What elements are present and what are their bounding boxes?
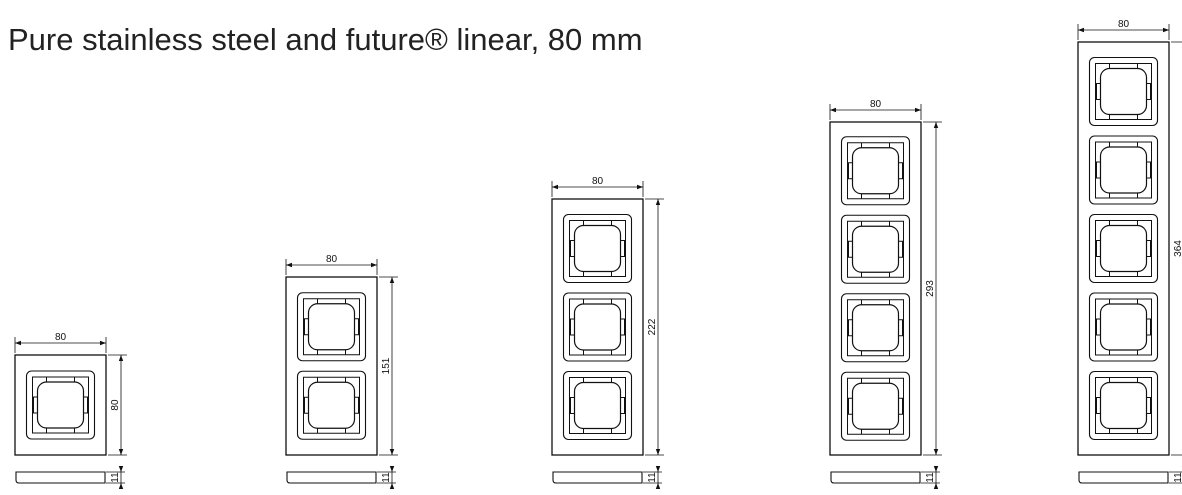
height-label: 151 [381, 357, 392, 374]
gang-insert [25, 370, 96, 440]
gang-insert [562, 370, 633, 441]
width-label: 80 [326, 254, 338, 265]
side-profile: 11 [830, 466, 940, 489]
gang-insert [840, 136, 911, 206]
width-label: 80 [55, 332, 67, 343]
gang-insert [840, 293, 911, 363]
gang-insert [1088, 56, 1159, 127]
frame-4-gang: 80 293 11 [829, 99, 942, 489]
gang-insert [296, 292, 367, 362]
gang-insert [562, 213, 633, 284]
depth-label: 11 [925, 472, 936, 483]
gang-insert [1088, 135, 1159, 205]
height-dimension: 222 [645, 198, 664, 456]
depth-label: 11 [110, 472, 121, 483]
gang-insert [1088, 292, 1159, 362]
side-profile: 11 [1078, 466, 1182, 489]
width-dimension: 80 [285, 254, 378, 275]
width-dimension: 80 [551, 176, 644, 197]
height-dimension: 80 [108, 354, 127, 456]
height-label: 80 [110, 399, 121, 411]
depth-label: 11 [647, 472, 658, 483]
height-label: 293 [925, 280, 936, 297]
height-label: 222 [647, 318, 658, 335]
cover-frame [829, 121, 922, 456]
frame-5-gang: 80 364 11 [1077, 19, 1182, 489]
frame-1-gang: 80 80 11 [14, 332, 127, 489]
side-profile: 11 [286, 466, 396, 489]
height-label: 364 [1173, 240, 1182, 257]
frame-3-gang: 80 222 11 [551, 176, 664, 489]
width-label: 80 [592, 176, 604, 187]
width-dimension: 80 [14, 332, 107, 353]
gang-insert [1088, 213, 1159, 284]
gang-insert [562, 292, 633, 362]
cover-frame [551, 198, 644, 456]
width-dimension: 80 [829, 99, 922, 120]
height-dimension: 151 [379, 276, 398, 456]
gang-insert [1088, 370, 1159, 441]
width-dimension: 80 [1077, 19, 1170, 40]
profile-outline [1078, 471, 1169, 484]
gang-insert [840, 371, 911, 441]
page-title: Pure stainless steel and future® linear,… [8, 22, 643, 57]
width-label: 80 [1118, 19, 1130, 30]
profile-outline [15, 471, 106, 484]
depth-label: 11 [1173, 472, 1182, 483]
gang-insert [296, 370, 367, 440]
profile-outline [552, 471, 643, 484]
profile-outline [286, 471, 377, 484]
gang-insert [840, 214, 911, 284]
profile-outline [830, 471, 921, 484]
side-profile: 11 [552, 466, 662, 489]
cover-frame [285, 276, 378, 456]
height-dimension: 364 [1171, 41, 1182, 456]
frame-2-gang: 80 151 11 [285, 254, 398, 489]
height-dimension: 293 [923, 121, 942, 456]
cover-frame [1077, 41, 1170, 456]
cover-frame [14, 354, 107, 456]
side-profile: 11 [15, 466, 125, 489]
width-label: 80 [870, 99, 882, 110]
depth-label: 11 [381, 472, 392, 483]
